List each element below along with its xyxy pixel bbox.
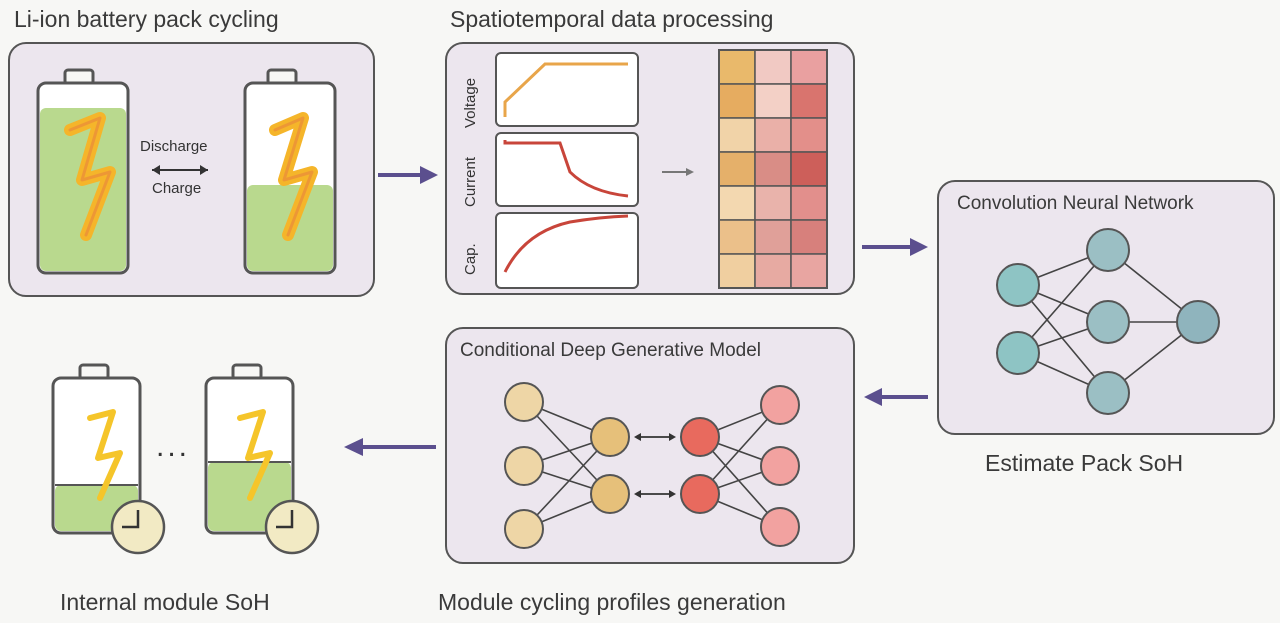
heatmap-cell: [790, 83, 828, 119]
battery-pack-charged: [243, 68, 337, 275]
voltage-chart: [495, 52, 639, 127]
heatmap-cell: [790, 253, 828, 289]
heatmap-cell: [754, 151, 792, 187]
flow-arrow-1: [378, 166, 438, 184]
heatmap-cell: [790, 219, 828, 255]
profiles-label: Module cycling profiles generation: [438, 589, 786, 615]
heatmap-cell: [754, 185, 792, 221]
cdgm-title: Conditional Deep Generative Model: [460, 340, 762, 361]
heatmap: [718, 49, 828, 289]
heatmap-cell: [718, 219, 756, 255]
cdgm-network: [504, 382, 800, 549]
heatmap-cell: [754, 117, 792, 153]
discharge-charge-arrow: [152, 165, 208, 175]
battery-pack-discharged: [36, 68, 130, 275]
flow-arrow-2: [862, 238, 928, 256]
heatmap-cell: [718, 83, 756, 119]
heatmap-cell: [718, 117, 756, 153]
flow-arrow-4: [344, 438, 436, 456]
heatmap-cell: [790, 185, 828, 221]
heatmap-cell: [718, 151, 756, 187]
estimate-label: Estimate Pack SoH: [985, 450, 1184, 476]
module-battery-1: [51, 363, 166, 555]
processing-title: Spatiotemporal data processing: [450, 6, 774, 32]
heatmap-border: [718, 49, 828, 289]
flow-arrow-3: [864, 388, 928, 406]
cnn-network: [996, 228, 1220, 415]
capacity-chart: [495, 212, 639, 289]
heatmap-cell: [754, 219, 792, 255]
heatmap-cell: [790, 117, 828, 153]
heatmap-cell: [718, 185, 756, 221]
processing-arrow: [662, 168, 694, 176]
cnn-title: Convolution Neural Network: [957, 193, 1194, 214]
charge-label: Charge: [152, 180, 202, 197]
heatmap-cell: [790, 151, 828, 187]
heatmap-cell: [754, 83, 792, 119]
heatmap-cell: [754, 253, 792, 289]
current-chart: [495, 132, 639, 207]
discharge-label: Discharge: [140, 138, 208, 155]
cycling-title: Li-ion battery pack cycling: [14, 6, 279, 32]
heatmap-cell: [718, 253, 756, 289]
ellipsis: ...: [156, 430, 191, 463]
heatmap-cell: [718, 49, 756, 85]
heatmap-cell: [754, 49, 792, 85]
internal-label: Internal module SoH: [60, 589, 270, 615]
heatmap-cell: [790, 49, 828, 85]
module-battery-2: [204, 363, 320, 555]
